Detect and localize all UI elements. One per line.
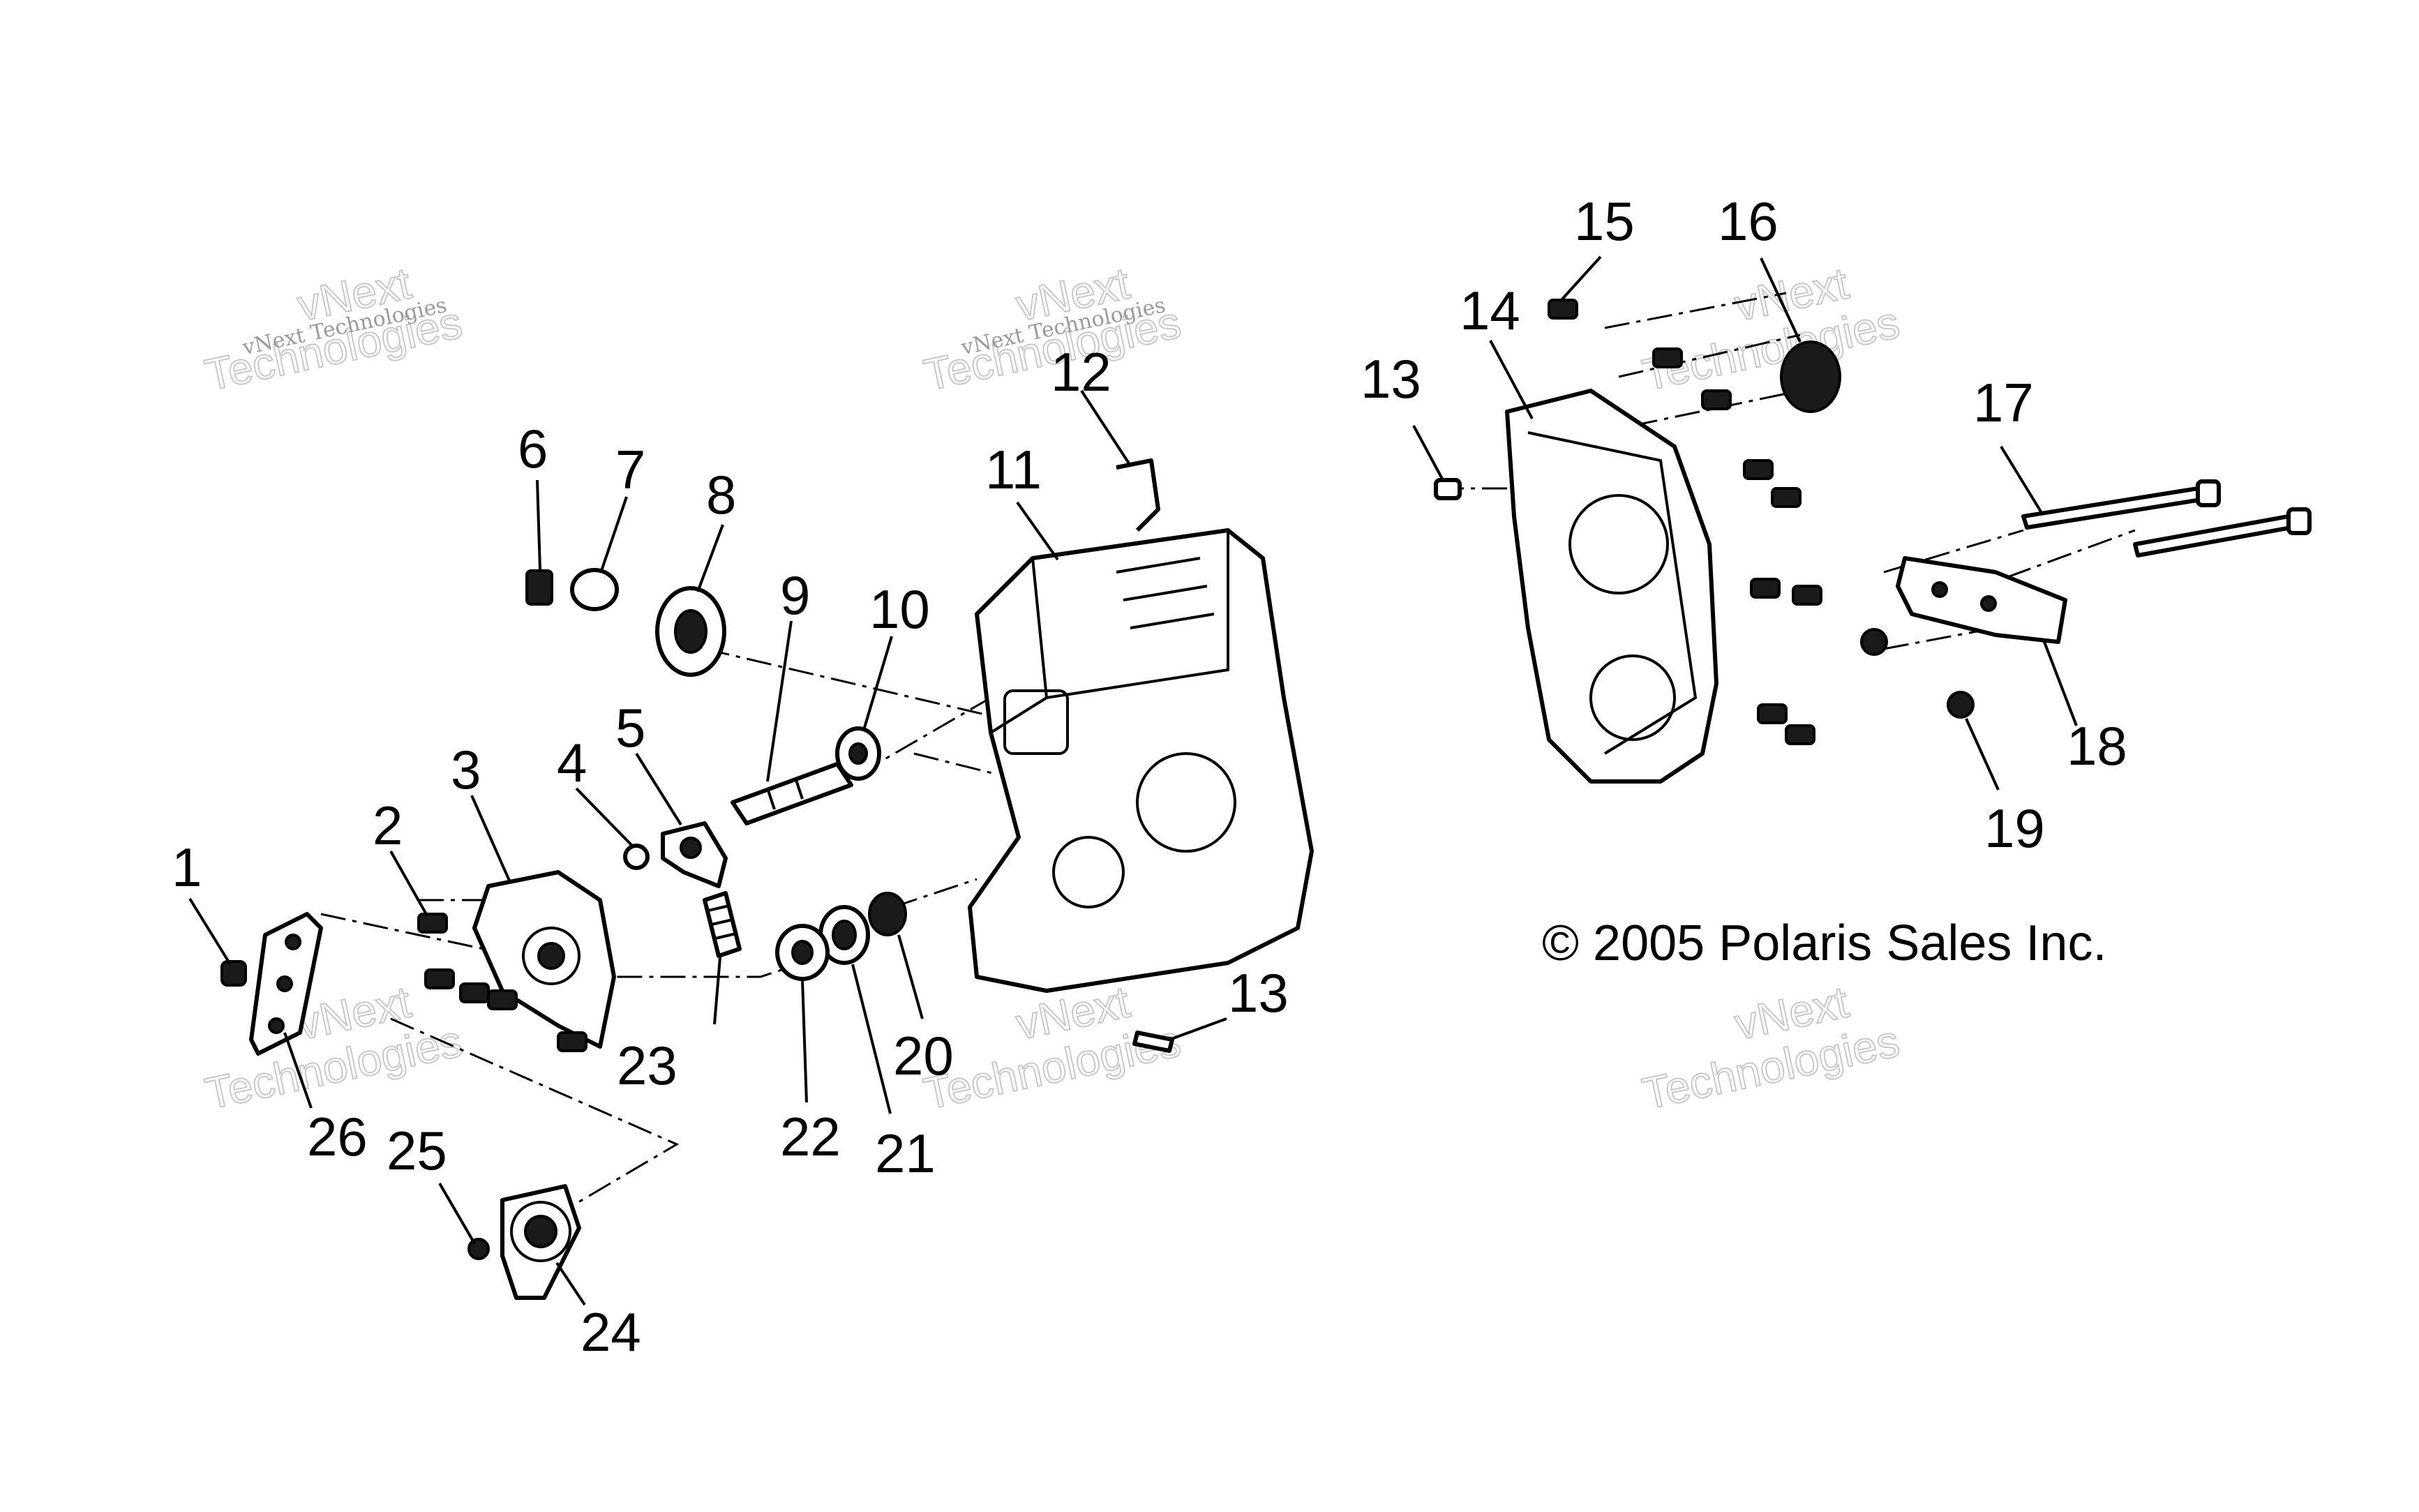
part-23-spring [703,891,742,958]
callout-11: 11 [985,439,1042,500]
callout-18: 18 [2067,715,2127,777]
callouts: 1 2 3 4 5 6 7 8 9 10 11 12 13 13 14 15 1… [172,190,2127,1363]
part-6-plug [525,569,553,606]
part-17-bolt [2021,479,2312,557]
part-1-nut [220,960,247,987]
part-10-gear [835,726,881,781]
watermark-bottom-left: Technologies vNext [200,976,467,1120]
part-12-tube [1116,458,1160,532]
part-14-cover [1505,389,1718,784]
callout-19: 19 [1984,798,2045,859]
part-2-bolt [417,913,448,934]
part-13-pin-upper [1434,478,1462,500]
callout-9: 9 [780,564,810,626]
part-18-bracket [1896,556,2067,644]
callout-20: 20 [893,1025,954,1086]
callout-23: 23 [617,1035,677,1096]
part-24-actuator [500,1184,581,1300]
callout-3: 3 [451,739,481,800]
callout-10: 10 [869,578,930,640]
callout-24: 24 [581,1301,641,1363]
copyright-notice: © 2005 Polaris Sales Inc. [1542,915,2106,971]
callout-13-lower: 13 [1228,962,1289,1024]
callout-13-upper: 13 [1361,348,1421,410]
callout-12: 12 [1051,341,1111,403]
watermark-bottom-right: Technologies vNext [1638,976,1904,1120]
callout-21: 21 [875,1123,936,1184]
callout-1: 1 [172,837,202,898]
part-16-plug [1780,340,1841,413]
part-4-washer [623,844,650,870]
callout-25: 25 [387,1120,447,1181]
part-3-housing [472,870,616,1049]
callout-17: 17 [1973,372,2034,433]
part-13-pin-lower [1132,1031,1174,1053]
callout-14: 14 [1460,280,1520,341]
part-19-nut [1860,628,1975,719]
callout-2: 2 [373,795,403,856]
part-26-bracket [249,912,323,1056]
part-7-cap [570,568,619,611]
callout-5: 5 [615,697,645,758]
watermark-top-left: Technologies vNext Technologies vNext [200,257,467,401]
part-8-seal [655,586,726,677]
callout-7: 7 [615,439,645,500]
part-20-bearing [868,892,907,936]
part-11-case [968,528,1314,993]
part-bolts-cluster [424,968,587,1052]
part-5-arm [661,821,728,888]
callout-16: 16 [1718,190,1778,252]
callout-15: 15 [1574,190,1635,252]
callout-8: 8 [706,464,736,525]
callout-26: 26 [307,1106,368,1167]
callout-4: 4 [557,732,587,793]
callout-22: 22 [780,1106,841,1167]
callout-6: 6 [518,418,548,479]
part-25-nut [467,1238,490,1260]
watermark-top-right: Technologies vNext [1638,257,1904,401]
part-9-shaft [731,762,853,825]
part-15-bolts [1548,299,1822,745]
watermark-top-center: Technologies vNext Technologies vNext [919,257,1185,401]
leader-lines [188,255,2078,1306]
part-22-bearing [775,924,830,981]
part-21-bearing [818,905,870,965]
